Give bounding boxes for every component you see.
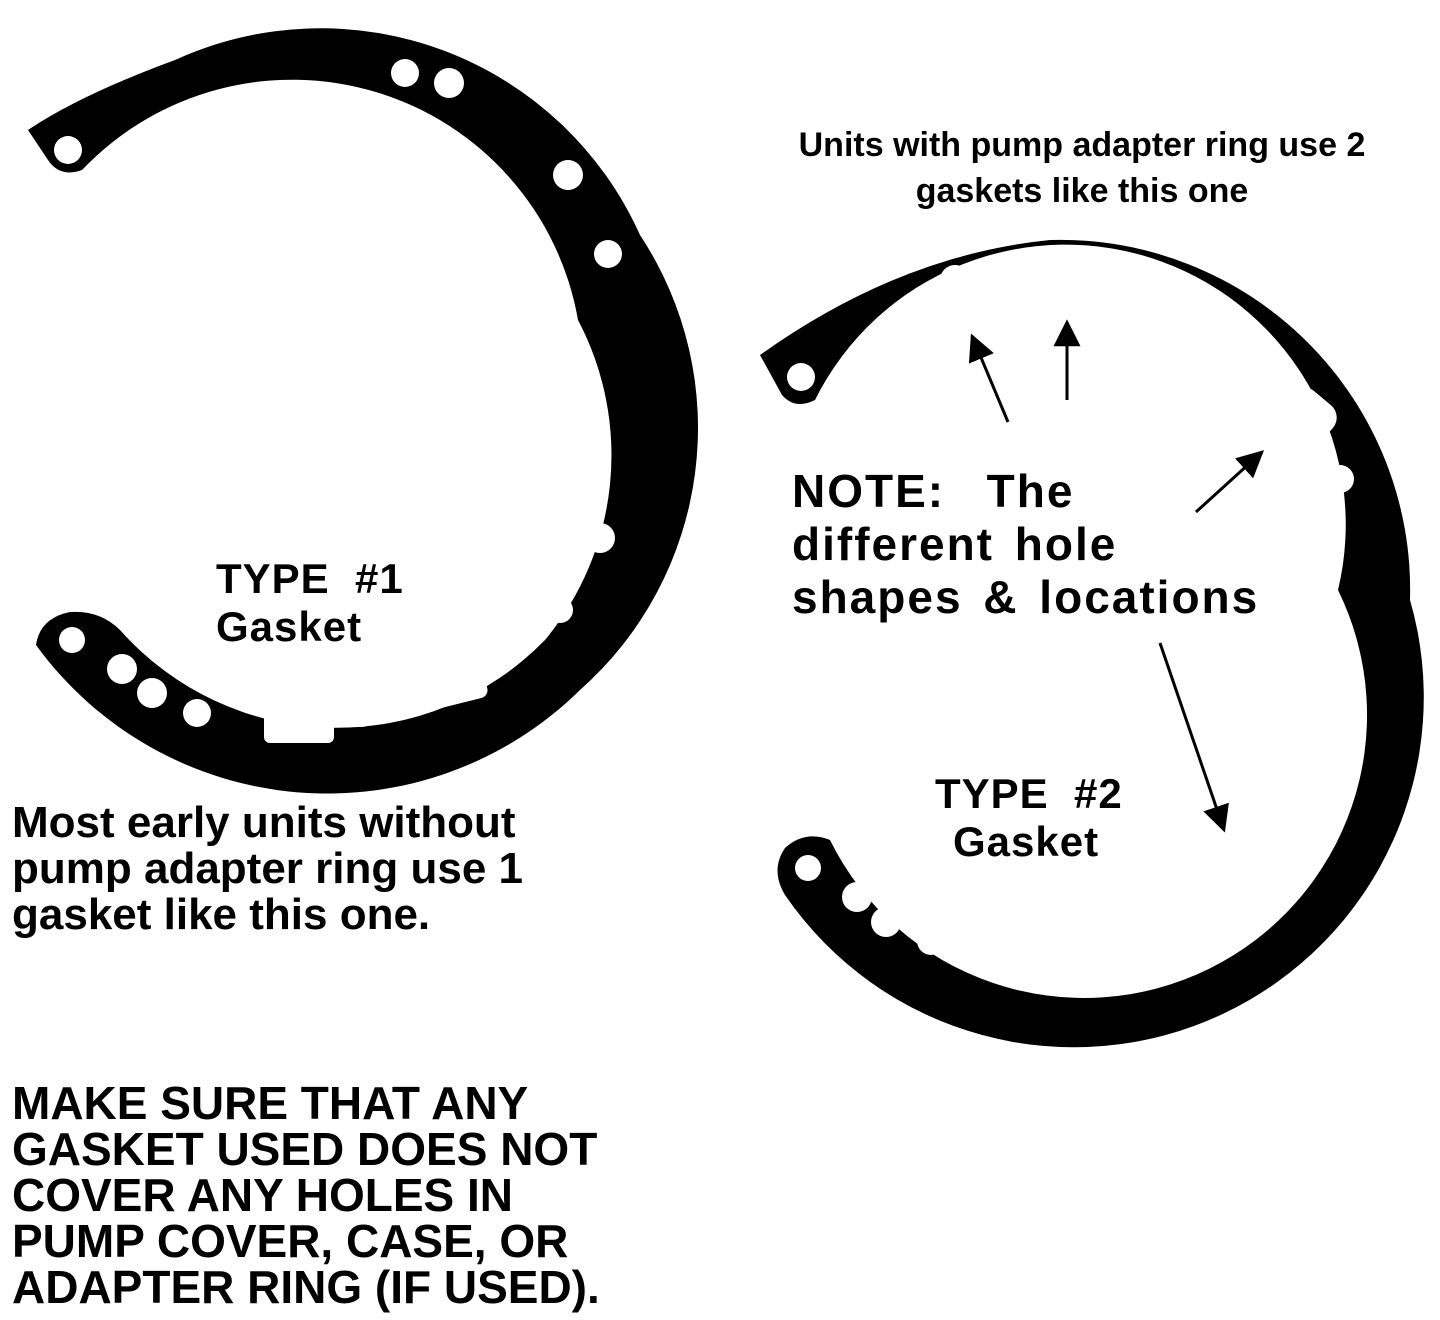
note-line: NOTE: The <box>792 465 1075 517</box>
type1-label-line: Gasket <box>216 603 363 650</box>
type1-hole <box>183 699 211 727</box>
type2-caption: Units with pump adapter ring use 2 gaske… <box>762 122 1402 214</box>
type1-hole <box>137 678 167 708</box>
type1-hole <box>547 597 573 623</box>
warning-line: COVER ANY HOLES IN <box>12 1169 513 1221</box>
type1-slot <box>390 660 488 718</box>
type2-gasket <box>760 239 1424 1048</box>
type1-hole <box>434 68 464 98</box>
type1-label-line: TYPE #1 <box>216 555 404 602</box>
type2-hole <box>1279 825 1307 853</box>
type1-hole <box>553 160 583 190</box>
type1-hole <box>585 523 615 553</box>
warning-line: MAKE SURE THAT ANY <box>12 1077 529 1129</box>
type1-label: TYPE #1 Gasket <box>216 555 404 651</box>
type1-gasket-ring <box>28 28 698 794</box>
warning-text: MAKE SURE THAT ANY GASKET USED DOES NOT … <box>12 1080 600 1310</box>
type1-gasket-holes <box>54 59 622 743</box>
type2-hole <box>787 363 815 391</box>
type2-hole <box>842 882 872 912</box>
type2-hole <box>1236 867 1264 895</box>
type2-hole <box>1165 296 1197 328</box>
type2-slot <box>1126 892 1224 952</box>
type2-hole <box>1320 752 1350 782</box>
arrow-small-hole <box>968 333 1010 423</box>
type1-slot <box>264 710 334 743</box>
type2-hole <box>1326 465 1354 493</box>
type2-gasket-holes <box>787 265 1354 972</box>
note-line: different hole <box>792 518 1118 570</box>
warning-line: GASKET USED DOES NOT <box>12 1123 598 1175</box>
type2-hole <box>1083 929 1111 957</box>
type1-hole <box>107 654 137 684</box>
type2-hole <box>871 907 901 937</box>
type2-caption-line: Units with pump adapter ring use 2 <box>798 126 1366 164</box>
note-line: shapes & locations <box>792 571 1260 623</box>
type1-caption-line: Most early units without <box>12 798 516 847</box>
type1-gasket <box>28 28 698 794</box>
type2-hole <box>917 927 945 955</box>
type1-hole <box>348 699 376 727</box>
type1-caption: Most early units without pump adapter ri… <box>12 800 523 938</box>
type1-caption-line: pump adapter ring use 1 <box>12 844 523 893</box>
type1-hole <box>594 240 622 268</box>
type2-hole <box>940 265 970 295</box>
arrow-slot <box>1194 450 1264 514</box>
type2-label-line: Gasket <box>953 818 1100 865</box>
note-text: NOTE: The different hole shapes & locati… <box>792 465 1259 624</box>
type2-hole <box>1058 280 1078 300</box>
type1-hole <box>59 627 85 653</box>
type2-hole <box>1122 284 1152 314</box>
note-arrows <box>968 319 1264 833</box>
arrow-lower-holes <box>1158 642 1229 833</box>
type2-label: TYPE #2 Gasket <box>935 770 1123 866</box>
type1-hole <box>391 59 419 87</box>
type2-caption-line: gaskets like this one <box>915 172 1249 210</box>
type1-hole <box>54 136 82 164</box>
type2-hole <box>795 855 821 881</box>
type2-slot <box>1285 387 1337 437</box>
type2-slot <box>999 939 1071 972</box>
type2-label-line: TYPE #2 <box>935 770 1123 817</box>
type1-caption-line: gasket like this one. <box>12 890 431 939</box>
warning-line: ADAPTER RING (IF USED). <box>12 1261 600 1313</box>
warning-line: PUMP COVER, CASE, OR <box>12 1215 569 1267</box>
type2-gasket-ring <box>760 239 1424 1048</box>
